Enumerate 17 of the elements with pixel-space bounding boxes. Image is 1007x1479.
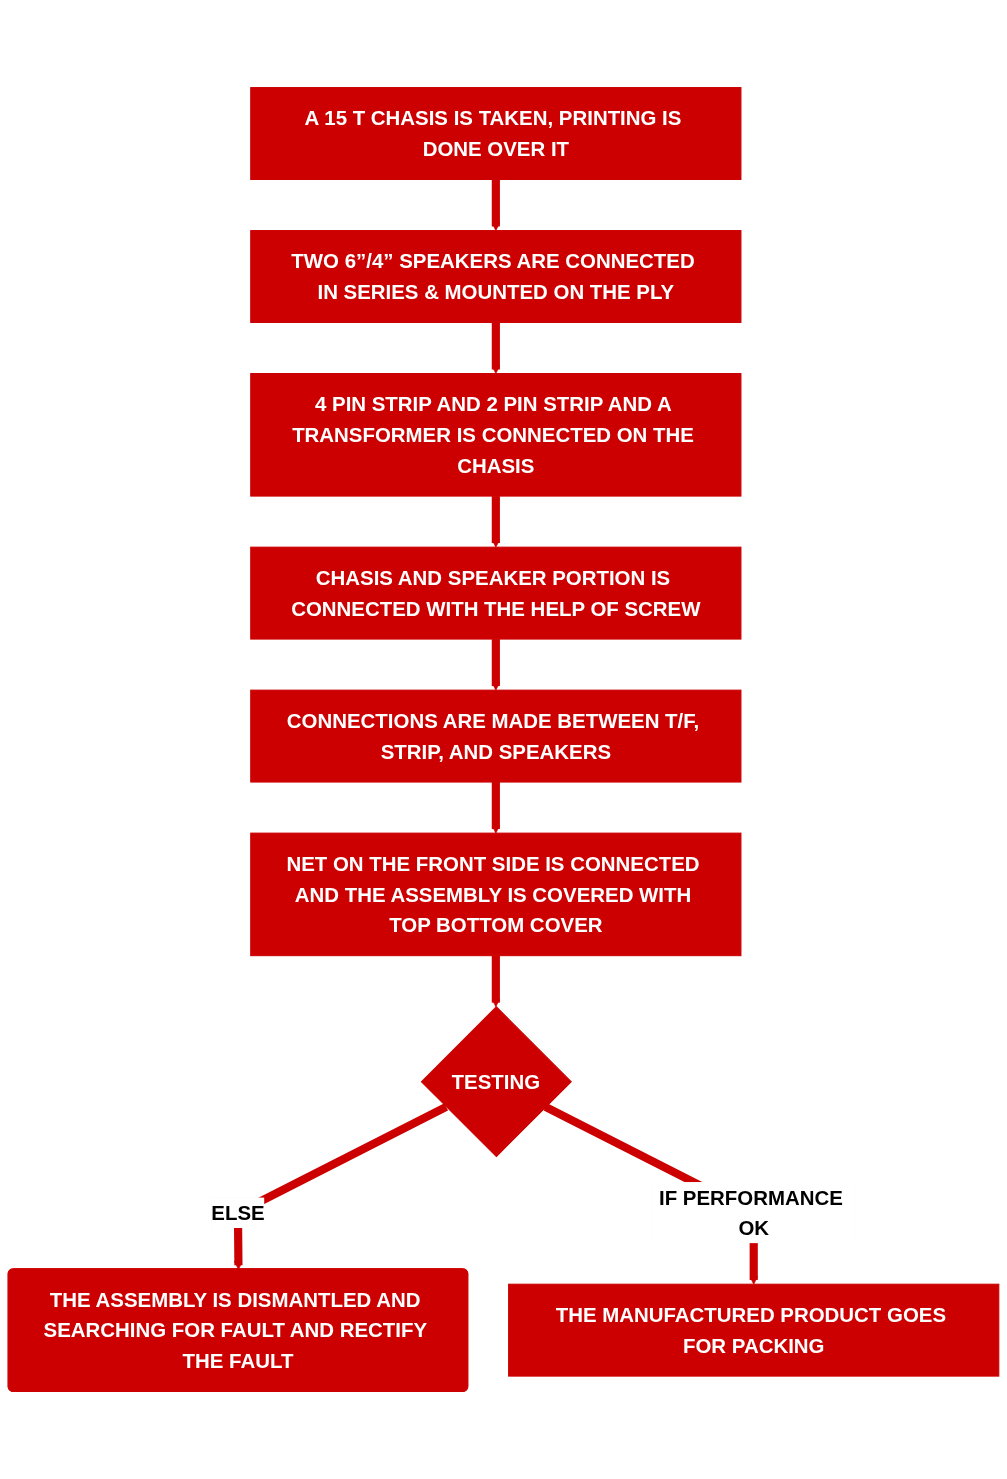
- node-box: A 15 T CHASIS IS TAKEN, PRINTING IS DONE OVER IT: [250, 87, 742, 180]
- edge-label: IF PERFORMANCE OK: [658, 1186, 843, 1240]
- edge-label: ELSE: [211, 1201, 265, 1224]
- node-box: 4 PIN STRIP AND 2 PIN STRIP AND A TRANSFORMER IS CONNECTED ON THE CHASIS: [250, 373, 742, 497]
- node-box: CHASIS AND SPEAKER PORTION IS CONNECTED WITH THE HELP OF SCREW: [250, 546, 742, 640]
- node-box: THE MANUFACTURED PRODUCT GOES FOR PACKING: [508, 1283, 1000, 1377]
- arrow: [491, 179, 501, 231]
- arrow: [491, 496, 501, 548]
- node-diamond: TESTING: [420, 1006, 572, 1158]
- node-box: TWO 6”/4” SPEAKERS ARE CONNECTED IN SERIES & MOUNTED ON THE PLY: [250, 230, 742, 323]
- arrow: [491, 782, 501, 834]
- node-box: NET ON THE FRONT SIDE IS CONNECTED AND THE ASSEMBLY IS COVERED WITH TOP BOTTOM COVER: [250, 832, 742, 957]
- arrow: [491, 955, 501, 1008]
- node-box: CONNECTIONS ARE MADE BETWEEN T/F, STRIP, AND SPEAKERS: [250, 689, 742, 783]
- arrow: [233, 1103, 449, 1270]
- arrow: [491, 322, 501, 374]
- arrow: [491, 639, 501, 691]
